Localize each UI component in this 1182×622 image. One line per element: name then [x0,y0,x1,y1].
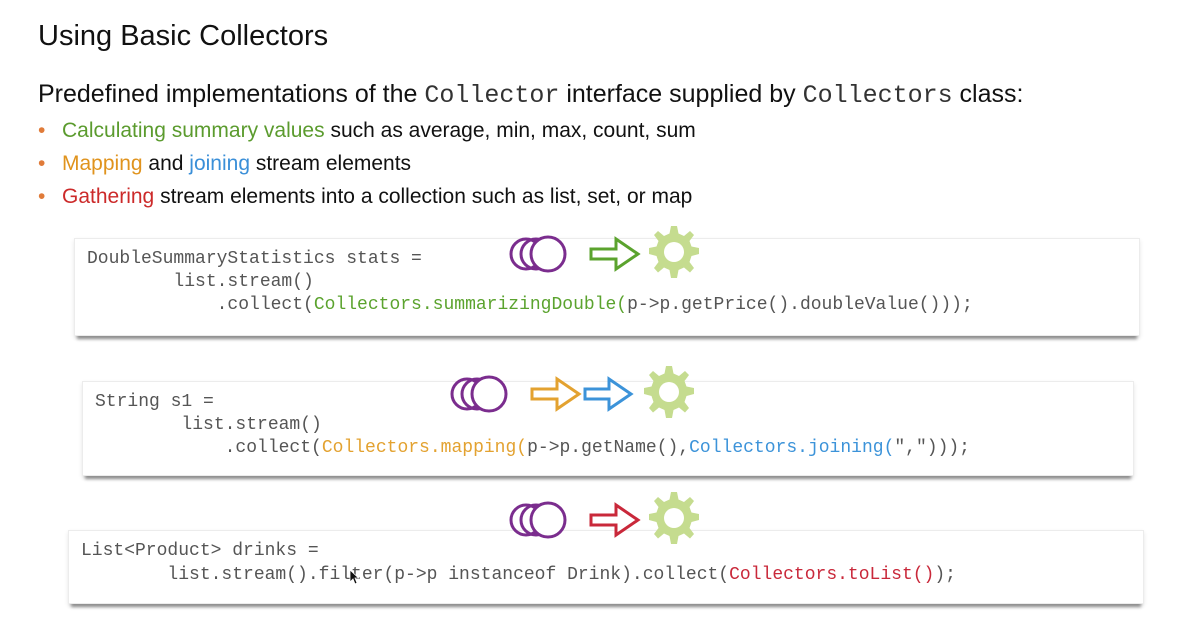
mouse-cursor-icon [349,569,359,585]
bullet-highlight-mapping: Mapping [62,152,143,175]
bullet-text: stream elements [250,152,412,175]
code-line: String s1 = [95,392,214,412]
bullet-text: such as average, min, max, count, sum [324,119,696,142]
tolist-call: Collectors.toList [729,565,913,585]
arrow-right-icon [583,376,634,412]
summarizing-double-call: Collectors.summarizingDouble [313,295,617,315]
bullet-summary: • Calculating summary values such as aver… [38,116,696,149]
bullet-marker: • [38,185,46,208]
code-line: .collect(Collectors.summarizingDouble(p-… [87,295,973,315]
code-fragment: list.stream().filter(p->p instanceof Dri… [81,565,730,585]
code-line: List<Product> drinks = [81,541,319,561]
bullet-gathering: • Gathering stream elements into a collec… [38,182,696,215]
stream-circles-icon [450,375,508,413]
code-fragment: ( [883,438,895,458]
bullet-text: and [142,152,190,175]
pipeline-summary-icons [509,226,699,278]
bullet-highlight: Calculating summary values [62,119,325,142]
code-fragment: .collect( [87,295,314,315]
code-fragment: ( [616,295,628,315]
code-fragment: ); [934,565,956,585]
arrow-right-icon [589,236,641,272]
gear-icon [649,492,699,544]
pipeline-mapping-icons [450,366,694,418]
code-line: DoubleSummaryStatistics stats = [87,249,422,269]
intro-part3: class: [952,80,1024,108]
arrow-right-icon [530,376,582,412]
code-line: list.stream() [87,272,314,292]
code-line: list.stream().filter(p->p instanceof Dri… [81,565,956,585]
bullet-marker: • [38,152,46,175]
bullet-highlight: Gathering [62,185,155,208]
code-fragment: ","))); [894,438,970,458]
gear-icon [644,366,694,418]
bullet-mapping: • Mapping and joining stream elements [38,149,696,182]
code-fragment: p->p.getPrice().doubleValue())); [627,295,973,315]
code-fragment: p->p.getName(), [527,438,690,458]
code-fragment: ( [516,438,528,458]
code-fragment: () [912,565,935,585]
intro-part2: interface supplied by [559,80,803,108]
bullet-marker: • [38,119,46,142]
collector-interface-code: Collector [424,81,560,110]
slide-title: Using Basic Collectors [38,20,329,52]
bullet-highlight-joining: joining [189,152,250,175]
arrow-right-icon [589,502,641,538]
code-line: .collect(Collectors.mapping(p->p.getName… [95,438,970,458]
stream-circles-icon [509,235,567,273]
code-line: list.stream() [95,415,322,435]
collectors-class-code: Collectors [802,81,953,110]
code-block-tolist: List<Product> drinks = list.stream().fil… [68,530,1144,604]
intro-part1: Predefined implementations of the [38,80,425,108]
pipeline-tolist-icons [509,492,699,544]
code-fragment: .collect( [95,438,322,458]
gear-icon [649,226,699,278]
intro-text: Predefined implementations of the Collec… [38,80,1023,110]
bullet-text: stream elements into a collection such a… [154,185,693,208]
mapping-call: Collectors.mapping [321,438,517,458]
bullet-list: • Calculating summary values such as aver… [38,116,696,215]
joining-call: Collectors.joining [689,438,884,458]
stream-circles-icon [509,501,567,539]
